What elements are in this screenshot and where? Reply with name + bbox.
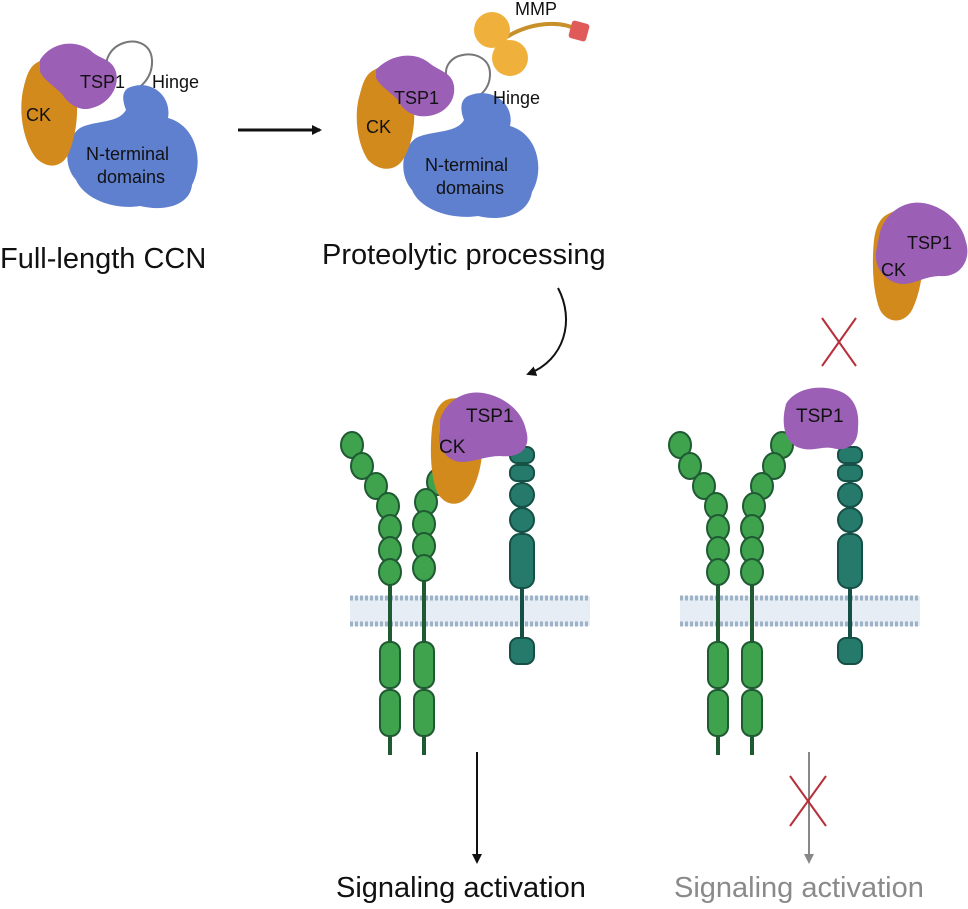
receptor-teal-1 xyxy=(509,446,535,665)
activation-caption: Signaling activation xyxy=(336,872,586,904)
mmp-tip xyxy=(568,20,590,42)
free-ck-label: CK xyxy=(881,260,906,280)
curved-arrow-to-receptors xyxy=(526,287,567,376)
bound-ck-label: CK xyxy=(439,437,466,458)
mmp-label: MMP xyxy=(515,0,557,19)
p2-ck-label: CK xyxy=(366,117,391,137)
p1-ck-label: CK xyxy=(26,105,51,125)
r4-bead xyxy=(706,558,730,586)
p2-nterminal-line1: N-terminal xyxy=(425,155,508,175)
hinge-loop xyxy=(105,40,154,93)
r1-bead xyxy=(350,452,374,480)
r1-intracellular-lower xyxy=(379,689,401,737)
membrane-left xyxy=(350,595,590,627)
r5-intracellular-lower xyxy=(741,689,763,737)
r6-segment xyxy=(837,464,863,482)
r6-bead xyxy=(837,507,863,533)
p2-hinge-label: Hinge xyxy=(493,88,540,108)
nterminal-domain-shape-2 xyxy=(403,93,539,219)
mmp-protease: MMP xyxy=(474,0,590,76)
r4-intracellular-lower xyxy=(707,689,729,737)
truncated-tsp1-fragment: TSP1 xyxy=(783,387,859,450)
r4-intracellular-upper xyxy=(707,641,729,689)
full-length-caption: Full-length CCN xyxy=(0,243,206,275)
block-stroke-b xyxy=(789,775,827,827)
bound-tsp1-shape xyxy=(439,392,528,462)
truncated-tsp1-label: TSP1 xyxy=(796,406,844,427)
mmp-lobe-upper xyxy=(474,12,510,48)
r6-segment xyxy=(837,446,863,464)
truncated-tsp1-shape xyxy=(783,387,859,450)
r5-intracellular-upper xyxy=(741,641,763,689)
r1-bead xyxy=(340,431,364,459)
mmp-stalk xyxy=(503,21,579,40)
p2-nterminal-line2: domains xyxy=(436,178,504,198)
r3-bead xyxy=(509,507,535,533)
receptor-green-1 xyxy=(340,431,402,755)
tsp1-domain-shape xyxy=(40,43,117,110)
r6-bead xyxy=(837,482,863,508)
tsp1-domain-shape-2 xyxy=(376,55,455,117)
processing-ccn-protein: TSP1 CK Hinge N-terminal domains xyxy=(356,53,540,219)
full-length-ccn-protein: TSP1 CK Hinge N-terminal domains xyxy=(21,40,199,209)
receptor-green-3 xyxy=(668,431,730,755)
nterminal-domain-shape xyxy=(67,85,198,209)
mmp-lobe-lower xyxy=(492,40,528,76)
r5-bead xyxy=(762,452,786,480)
r6-body xyxy=(837,533,863,589)
free-ck-tsp1-fragment: TSP1 CK xyxy=(872,202,968,321)
receptor-teal-2 xyxy=(837,446,863,665)
free-tsp1-shape xyxy=(875,202,968,284)
proteolytic-caption: Proteolytic processing xyxy=(322,239,606,271)
r3-body xyxy=(509,533,535,589)
inactive-caption: Signaling activation xyxy=(674,872,924,904)
r1-bead xyxy=(364,472,388,500)
r3-intracellular xyxy=(509,637,535,665)
r4-bead xyxy=(692,472,716,500)
receptor-green-4 xyxy=(740,431,794,755)
r3-segment xyxy=(509,464,535,482)
r6-intracellular xyxy=(837,637,863,665)
p2-tsp1-label: TSP1 xyxy=(394,88,439,108)
r5-bead xyxy=(740,558,764,586)
cross-stroke-b xyxy=(821,317,857,367)
r2-bead xyxy=(412,554,436,582)
r1-bead xyxy=(378,558,402,586)
bound-tsp1-label: TSP1 xyxy=(466,406,514,427)
r4-bead xyxy=(678,452,702,480)
r3-bead xyxy=(509,482,535,508)
p1-nterminal-line1: N-terminal xyxy=(86,144,169,164)
p1-hinge-label: Hinge xyxy=(152,72,199,92)
receptor-green-2 xyxy=(412,468,450,755)
p1-tsp1-label: TSP1 xyxy=(80,72,125,92)
r1-intracellular-upper xyxy=(379,641,401,689)
bound-ck-tsp1-fragment: TSP1 CK xyxy=(430,392,528,504)
no-binding-cross xyxy=(821,317,857,367)
r4-bead xyxy=(668,431,692,459)
signaling-blocked-cross xyxy=(789,775,827,827)
r2-intracellular-lower xyxy=(413,689,435,737)
r2-intracellular-upper xyxy=(413,641,435,689)
p1-nterminal-line2: domains xyxy=(97,167,165,187)
free-tsp1-label: TSP1 xyxy=(907,233,952,253)
